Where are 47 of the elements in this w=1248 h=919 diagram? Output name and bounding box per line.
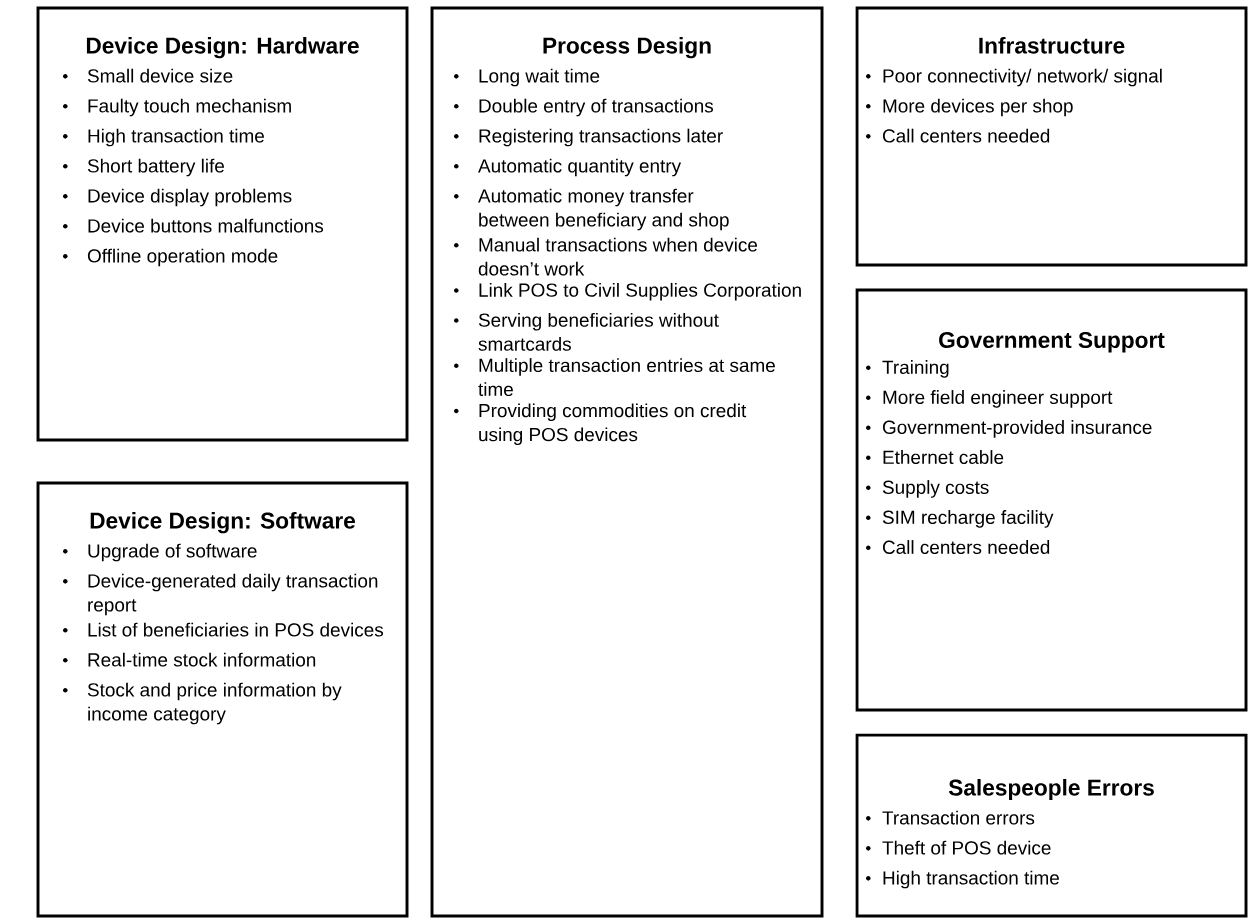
- bullet-item: Call centers needed: [866, 540, 1050, 554]
- bullet-item: Stock and price information by income category: [63, 682, 342, 725]
- category-box: [36, 481, 409, 918]
- bullet-item: Theft of POS device: [866, 840, 1051, 855]
- category-box: [855, 733, 1248, 918]
- bullet-item: Small device size: [63, 68, 233, 83]
- bullet-item: High transaction time: [866, 870, 1059, 889]
- bullet-item: Offline operation mode: [63, 248, 278, 267]
- category-box: [36, 6, 409, 442]
- box-heading: Infrastructure: [979, 37, 1125, 54]
- bullet-item: Device-generated daily transaction report: [63, 573, 378, 616]
- bullet-item: Faulty touch mechanism: [63, 98, 291, 117]
- category-box: [855, 288, 1248, 712]
- bullet-item: Link POS to Civil Supplies Corporation: [454, 282, 801, 301]
- bullet-item: Device buttons malfunctions: [63, 218, 324, 233]
- bullet-item: Upgrade of software: [63, 543, 257, 562]
- bullet-item: Long wait time: [454, 68, 600, 87]
- bullet-item: Poor connectivity/ network/ signal: [866, 68, 1162, 87]
- bullet-item: Government-provided insurance: [866, 420, 1152, 438]
- bullet-item: Device display problems: [63, 188, 292, 207]
- box-heading: Device Design: Software: [90, 512, 356, 534]
- box-heading: Government Support: [939, 332, 1165, 353]
- bullet-item: Call centers needed: [866, 128, 1050, 143]
- bullet-item: More devices per shop: [866, 98, 1073, 117]
- bullet-item: Automatic quantity entry: [454, 158, 682, 177]
- bullet-item: Registering transactions later: [454, 128, 723, 147]
- box-heading: Salespeople Errors: [948, 779, 1154, 801]
- bullet-item: Training: [866, 360, 949, 378]
- bullet-item: Transaction errors: [866, 810, 1035, 825]
- bullet-item: Short battery life: [63, 158, 224, 177]
- bullet-item: Double entry of transactions: [454, 98, 713, 117]
- box-heading: Device Design: Hardware: [86, 37, 359, 59]
- bullet-item: Manual transactions when device doesn’t work: [454, 237, 758, 276]
- bullet-item: Real-time stock information: [63, 652, 316, 667]
- bullet-item: Providing commodities on credit using POS devices: [454, 403, 747, 446]
- bullet-item: List of beneficiaries in POS devices: [63, 622, 384, 637]
- bullet-item: SIM recharge facility: [866, 510, 1054, 528]
- category-box: [855, 6, 1248, 267]
- bullet-item: Ethernet cable: [866, 450, 1004, 464]
- bullet-item: Serving beneficiaries without smartcards: [454, 312, 719, 351]
- bullet-item: Multiple transaction entries at same time: [454, 358, 775, 397]
- bullet-item: High transaction time: [63, 128, 264, 147]
- bullet-item: More field engineer support: [866, 390, 1113, 408]
- bullet-item: Supply costs: [866, 480, 989, 498]
- box-heading: Process Design: [543, 37, 711, 59]
- bullet-item: Automatic money transfer between beneficiary and shop: [454, 188, 729, 231]
- category-box: [430, 6, 824, 918]
